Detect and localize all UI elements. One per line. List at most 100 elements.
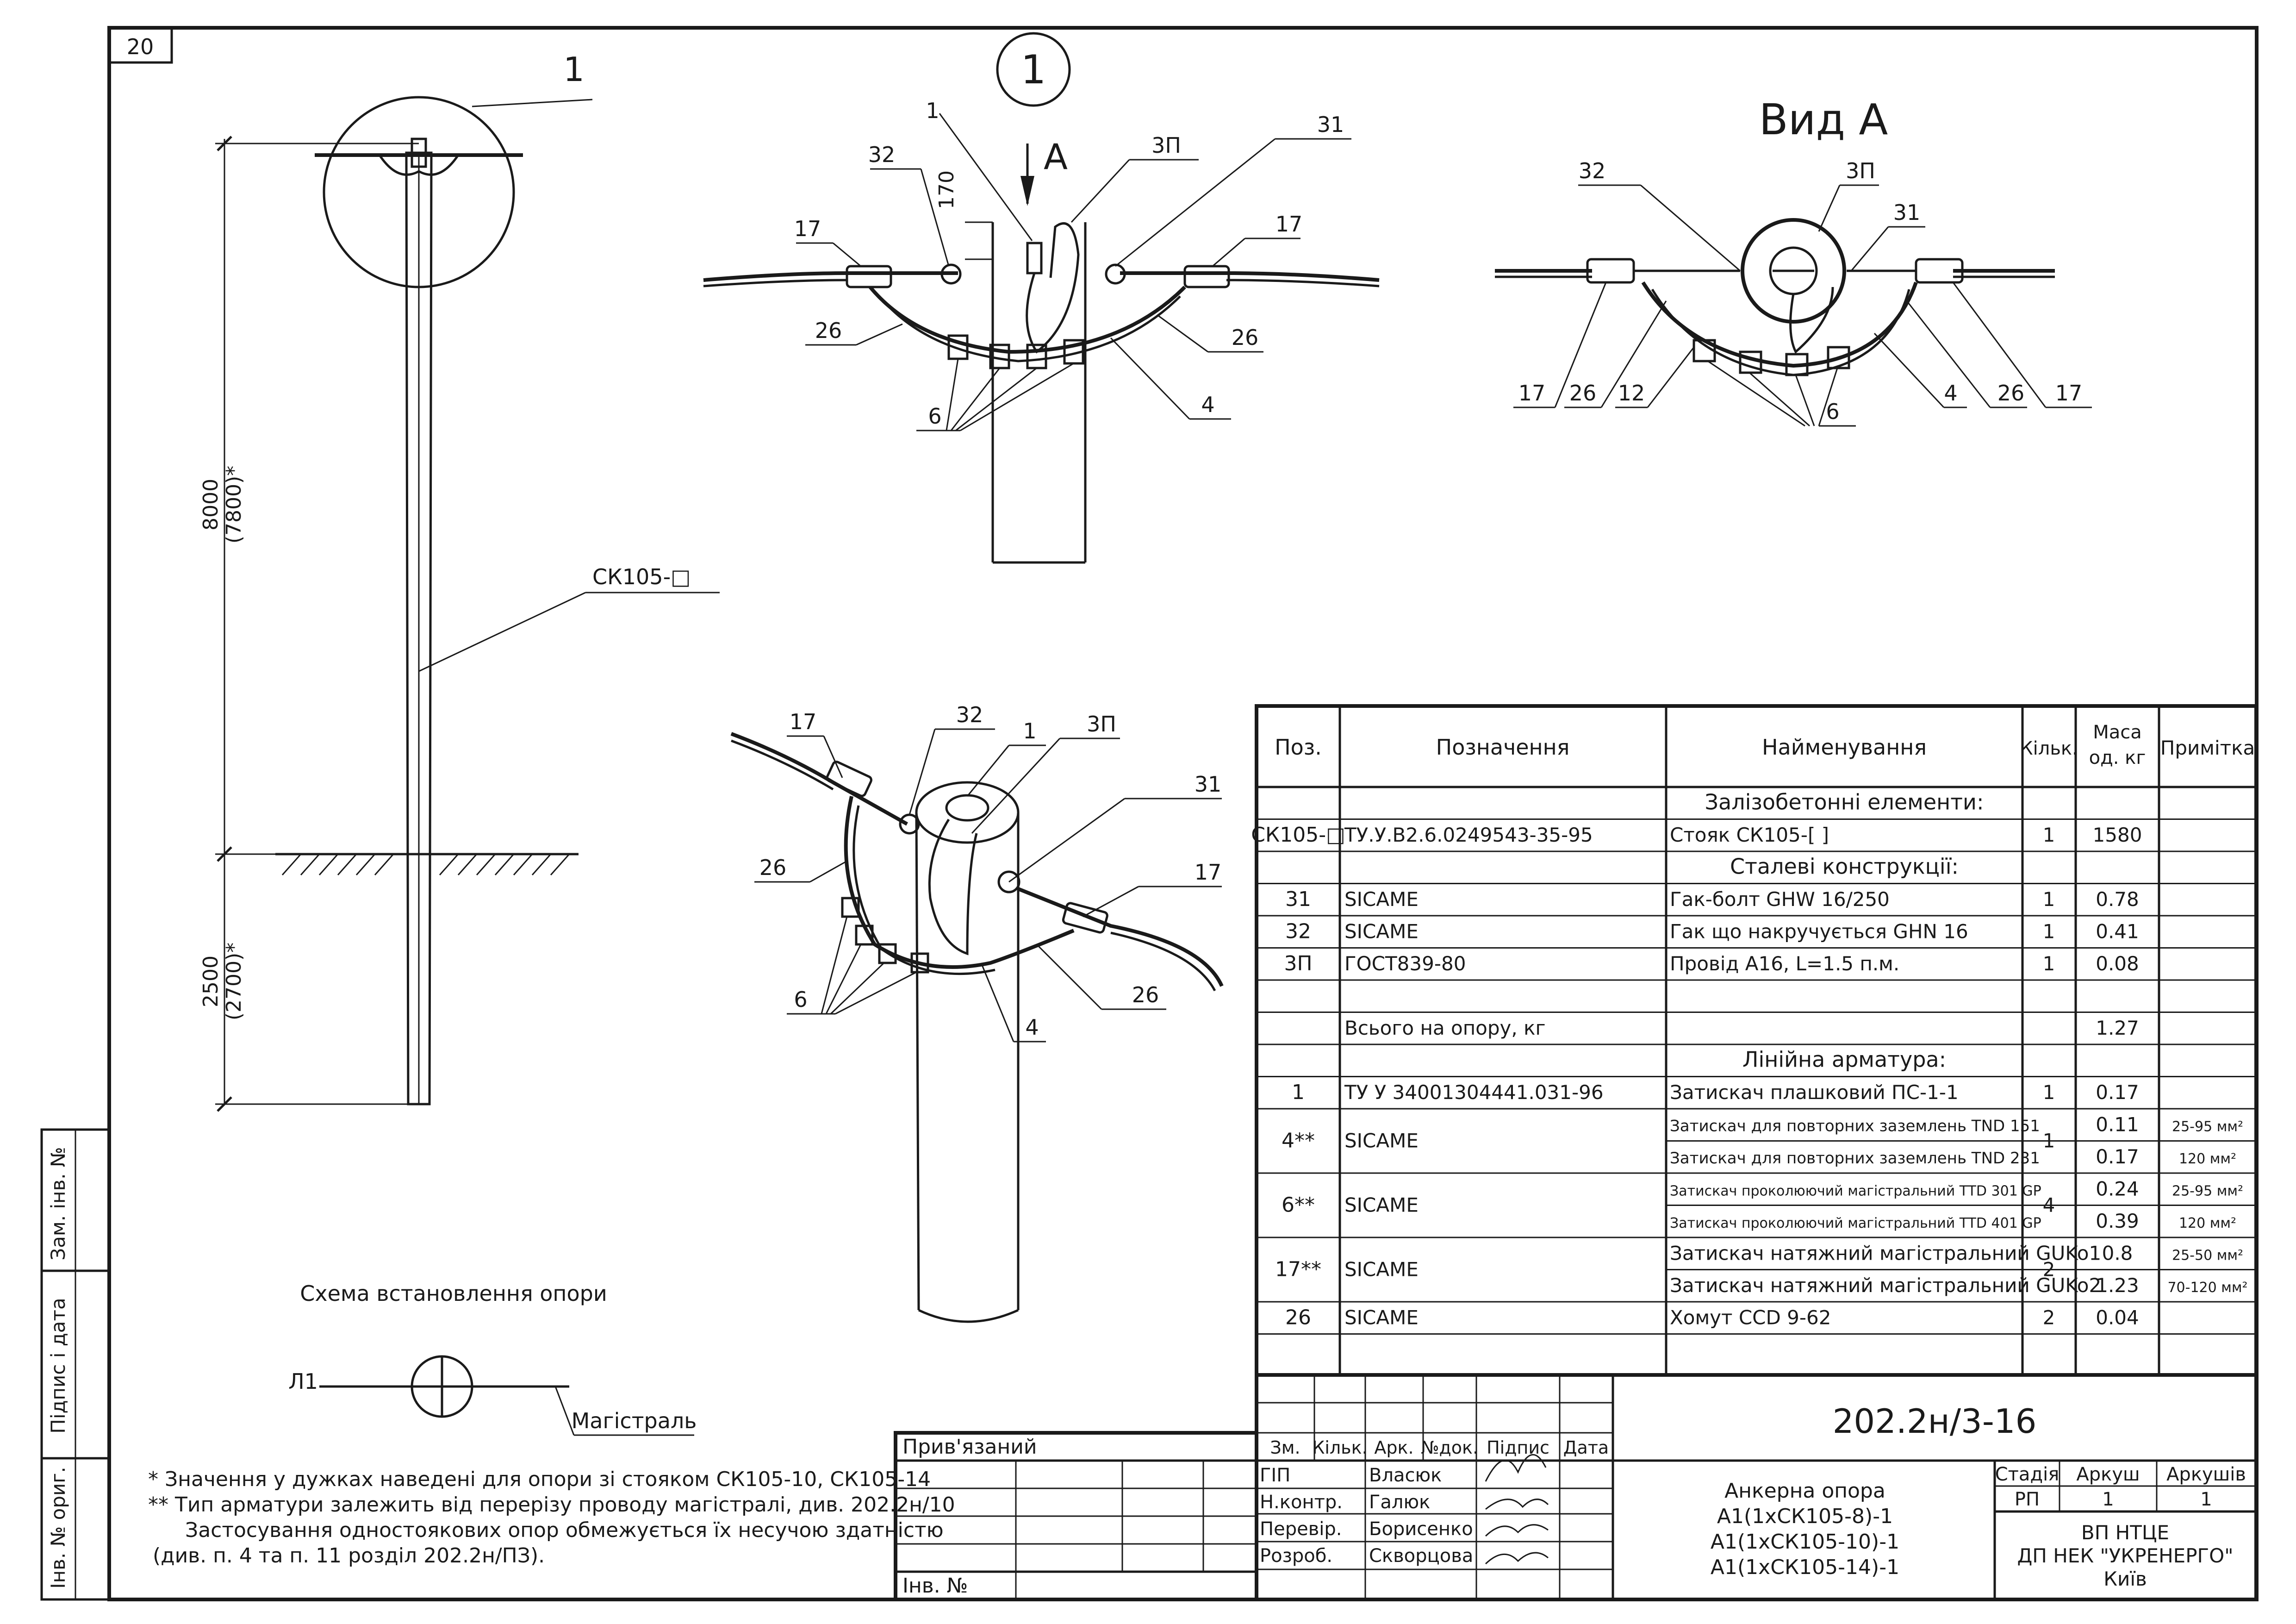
inv-label: Інв. № (902, 1574, 968, 1598)
view-a-callout-6: 6 (1826, 399, 1839, 424)
detail-number: 1 (1021, 47, 1046, 93)
pole-view: 1 8000 (199, 50, 720, 1112)
iso-callout-17-top: 17 (790, 709, 817, 734)
view-a-callout-12: 12 (1618, 381, 1645, 406)
sheet-value: 1 (2102, 1489, 2114, 1510)
spec-mass: 0.39 (2096, 1210, 2139, 1232)
spec-name: Затискач проколюючий магістральний TTD 3… (1670, 1183, 2041, 1199)
spec-header-note: Примітка (2160, 737, 2255, 759)
spec-header-designation: Позначення (1436, 735, 1570, 760)
spec-section: Лінійна арматура: (1742, 1047, 1946, 1072)
spec-note: 70-120 мм² (2167, 1280, 2247, 1296)
dim-above-ground: 8000 (199, 479, 223, 531)
spec-header-mass-2: од. кг (2089, 747, 2146, 768)
tb-col-zm: Зм. (1270, 1437, 1300, 1458)
view-a-callout-31: 31 (1893, 200, 1921, 225)
spec-name: Затискач натяжний магістральний GUKo1 (1670, 1242, 2101, 1265)
spec-qty: 2 (2043, 1258, 2055, 1280)
view-a-callout-26-left: 26 (1569, 381, 1597, 406)
spec-pos: 4** (1282, 1129, 1315, 1152)
side-label-orig-inv: Інв. № ориг. (47, 1467, 69, 1588)
spec-qty: 1 (2043, 1129, 2055, 1152)
drawing-title-3: А1(1хСК105-14)-1 (1711, 1555, 1899, 1579)
page-number-box (108, 26, 173, 64)
scheme-line-label: Л1 (288, 1369, 318, 1394)
org-line-1: ДП НЕК "УКРЕНЕРГО" (2017, 1544, 2233, 1567)
side-label-sign-date: Підпис і дата (47, 1298, 69, 1434)
iso-callout-26-left: 26 (759, 855, 787, 880)
spec-pos: 26 (1285, 1306, 1311, 1330)
tb-role-0: ГІП (1260, 1465, 1290, 1486)
spec-name: Провід А16, L=1.5 п.м. (1670, 952, 1899, 975)
side-label-replace-inv: Зам. інв. № (47, 1147, 69, 1260)
view-a-title: Вид А (1759, 95, 1888, 144)
spec-name: Гак що накручується GHN 16 (1670, 920, 1968, 943)
tb-col-doc: №док. (1421, 1437, 1478, 1458)
spec-name: Хомут CCD 9-62 (1670, 1306, 1831, 1329)
spec-pos: 3П (1284, 952, 1312, 975)
detail-callout-17-right: 17 (1276, 212, 1303, 237)
spec-rows: Залізобетонні елементи:СК105-□ТУ.У.В2.6.… (1251, 790, 2256, 1335)
spec-qty: 1 (2043, 888, 2055, 911)
title-block: Прив'язаний Інв. № Зм. Кільк. Арк. №док.… (894, 1373, 2258, 1601)
drawing-title-1: А1(1хСК105-8)-1 (1717, 1505, 1893, 1528)
view-a: Вид А 32 3П 31 17 26 12 (1495, 95, 2092, 427)
tb-name-0: Власюк (1369, 1465, 1442, 1486)
spec-table: Поз. Позначення Найменування Кільк. Маса… (1251, 704, 2258, 1377)
spec-mass: 0.17 (2096, 1145, 2139, 1168)
stage-label: Стадія (1995, 1464, 2060, 1485)
spec-designation: ГОСТ839-80 (1344, 952, 1466, 975)
dim-below-ground-alt: (2700)* (222, 943, 246, 1020)
spec-note: 120 мм² (2179, 1215, 2236, 1231)
spec-section: Залізобетонні елементи: (1705, 790, 1984, 815)
spec-header-qty: Кільк. (2020, 738, 2078, 759)
spec-pos: 31 (1285, 887, 1311, 911)
detail-callout-26-left: 26 (815, 318, 842, 343)
sheets-value: 1 (2200, 1489, 2212, 1510)
spec-mass: 0.17 (2096, 1081, 2139, 1104)
spec-section: Сталеві конструкції: (1730, 854, 1959, 879)
spec-designation: SICAME (1344, 1258, 1419, 1280)
view-a-callout-4: 4 (1944, 381, 1957, 406)
spec-pos: 32 (1285, 920, 1311, 943)
dim-170: 170 (935, 170, 958, 209)
spec-designation: SICAME (1344, 1193, 1419, 1216)
spec-name: Затискач проколюючий магістральний TTD 4… (1670, 1215, 2041, 1231)
view-a-callout-26-right: 26 (1997, 381, 2025, 406)
spec-mass: 1.27 (2096, 1017, 2139, 1039)
tb-col-qty: Кільк. (1312, 1437, 1367, 1458)
side-stamp: Зам. інв. № Підпис і дата Інв. № ориг. (40, 1128, 111, 1601)
drawing-title-2: А1(1хСК105-10)-1 (1711, 1530, 1899, 1554)
spec-mass: 1.23 (2096, 1274, 2139, 1297)
spec-mass: 0.41 (2096, 920, 2139, 943)
page-number: 20 (127, 34, 154, 59)
spec-qty: 1 (2043, 1081, 2055, 1104)
tb-role-3: Розроб. (1260, 1545, 1332, 1567)
doc-code: 202.2н/3-16 (1833, 1402, 2037, 1441)
linked-label: Прив'язаний (902, 1435, 1037, 1459)
spec-designation: SICAME (1344, 920, 1419, 943)
detail-callout-6: 6 (928, 404, 941, 429)
detail-callout-31: 31 (1317, 112, 1344, 137)
iso-callout-6: 6 (794, 987, 807, 1012)
pole-type-label: СК105-□ (592, 564, 691, 589)
arrow-label-a: А (1044, 136, 1068, 177)
tb-col-date: Дата (1563, 1437, 1609, 1458)
detail-callout-4: 4 (1201, 392, 1214, 417)
note-2: ** Тип арматури залежить від перерізу пр… (148, 1493, 955, 1517)
detail-callout-3p: 3П (1151, 133, 1181, 158)
note-3: Застосування одностоякових опор обмежуєт… (185, 1518, 944, 1542)
spec-header-pos: Поз. (1275, 735, 1322, 760)
spec-designation: ТУ.У.В2.6.0249543-35-95 (1344, 824, 1593, 846)
spec-qty: 1 (2043, 824, 2055, 846)
view-a-callout-17-left: 17 (1518, 381, 1546, 406)
note-1: * Значення у дужках наведені для опори з… (148, 1468, 931, 1491)
spec-name: Затискач для повторних заземлень TND 151 (1670, 1117, 2040, 1136)
spec-name: Стояк СК105-[ ] (1670, 824, 1829, 846)
spec-qty: 1 (2043, 952, 2055, 975)
org-line-0: ВП НТЦЕ (2081, 1521, 2169, 1544)
spec-designation: SICAME (1344, 888, 1419, 911)
detail-callout-1: 1 (926, 98, 939, 123)
spec-mass: 0.08 (2096, 952, 2139, 975)
view-a-callout-3p: 3П (1846, 158, 1875, 183)
